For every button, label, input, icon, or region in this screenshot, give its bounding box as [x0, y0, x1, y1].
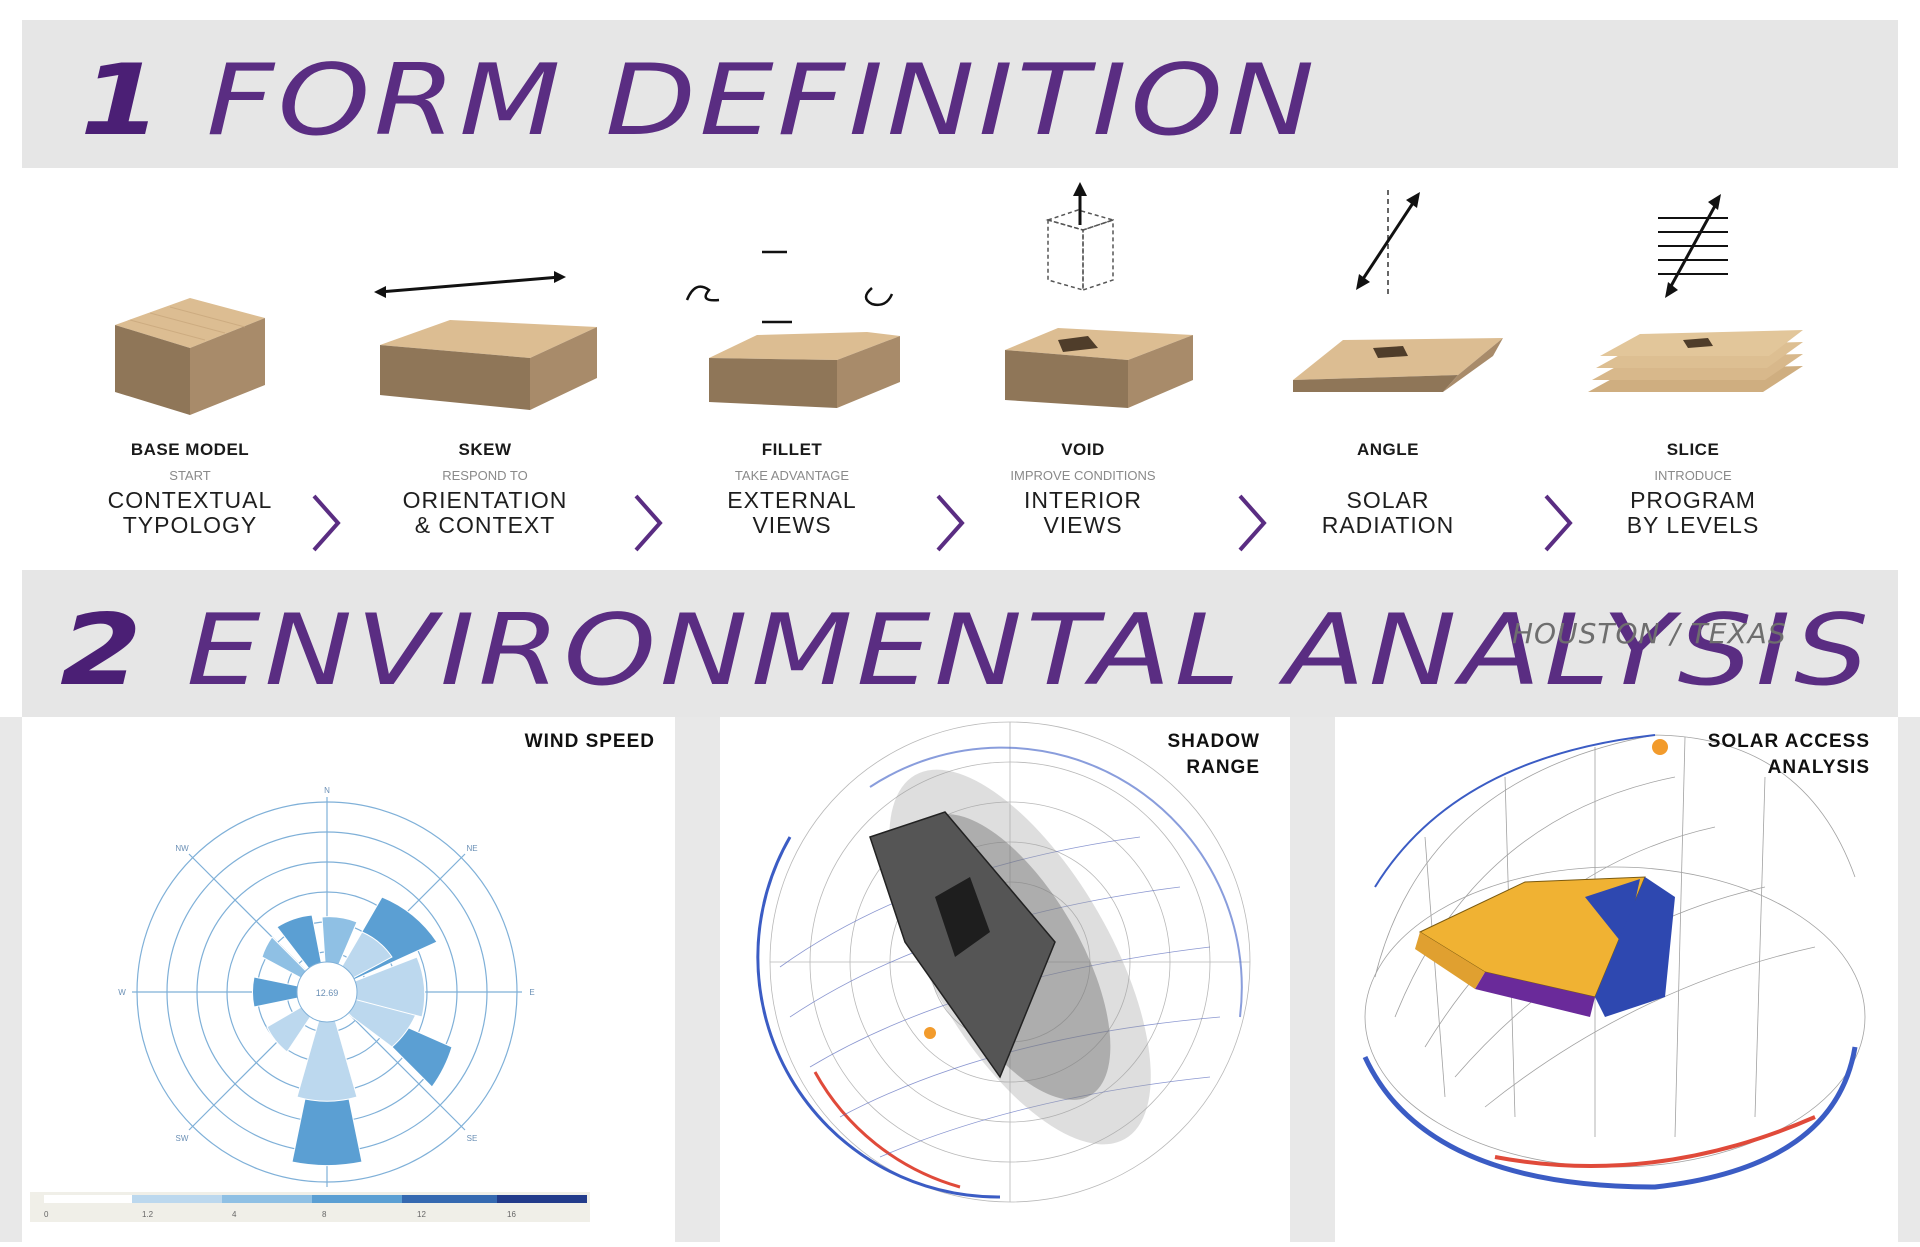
legend-tick: 12: [417, 1210, 426, 1219]
chevron-right-icon: [1538, 488, 1578, 563]
step-void: VOID IMPROVE CONDITIONS INTERIOR VIEWS: [948, 170, 1218, 550]
step-sub: INTRODUCE: [1654, 468, 1732, 483]
step-desc: CONTEXTUAL TYPOLOGY: [55, 488, 325, 538]
step-base-model: BASE MODEL START CONTEXTUAL TYPOLOGY: [55, 170, 325, 550]
direction-label: E: [529, 988, 534, 997]
direction-label: N: [324, 786, 330, 795]
step-slice: SLICE INTRODUCE PROGRAM BY LEVELS: [1558, 170, 1828, 550]
direction-label: SW: [176, 1134, 189, 1143]
step-desc-line1: CONTEXTUAL: [107, 487, 273, 513]
step-skew: SKEW RESPOND TO ORIENTATION & CONTEXT: [350, 170, 620, 550]
sun-position-marker: [1652, 739, 1668, 755]
slice-block-icon: [1588, 194, 1803, 392]
step-name: SLICE: [1666, 440, 1720, 459]
panel-divider: [0, 717, 22, 1242]
legend-tick: 16: [507, 1210, 516, 1219]
step-desc-line1: INTERIOR: [1024, 487, 1142, 513]
step-name: VOID: [1061, 440, 1105, 459]
sun-position-marker: [924, 1027, 936, 1039]
title-line2: ANALYSIS: [1767, 757, 1870, 778]
wind-speed-panel: WIND SPEED: [22, 717, 675, 1242]
chevron-right-icon: [628, 488, 668, 563]
double-arrow-icon: [379, 275, 561, 294]
step-sub: TAKE ADVANTAGE: [734, 468, 850, 483]
direction-label: SE: [467, 1134, 478, 1143]
step-desc: PROGRAM BY LEVELS: [1558, 488, 1828, 538]
step-desc-line2: TYPOLOGY: [122, 512, 258, 538]
step-desc-line2: VIEWS: [752, 512, 832, 538]
step-name: BASE MODEL: [130, 440, 250, 459]
step-desc: SOLAR RADIATION: [1253, 488, 1523, 538]
base-model-block-icon: [115, 298, 265, 415]
step-desc: ORIENTATION & CONTEXT: [350, 488, 620, 538]
fillet-block-icon: [685, 250, 900, 408]
step-desc-line2: BY LEVELS: [1626, 512, 1760, 538]
solar-access-title: SOLAR ACCESS ANALYSIS: [1708, 729, 1870, 781]
wind-rose-chart: 12.69 N NE E SE S SW W NW: [30, 786, 590, 1222]
step-fillet: FILLET TAKE ADVANTAGE EXTERNAL VIEWS: [657, 170, 927, 550]
environmental-analysis-band: [22, 570, 1898, 717]
step-desc-line2: VIEWS: [1043, 512, 1123, 538]
step-desc-line1: ORIENTATION: [402, 487, 568, 513]
void-box-icon: [1045, 209, 1116, 292]
step-desc-line2: & CONTEXT: [414, 512, 556, 538]
rotation-arrows-icon: [685, 250, 894, 324]
step-desc-line1: EXTERNAL: [727, 487, 857, 513]
chevron-right-icon: [1232, 488, 1272, 563]
sun-angle-arrow-icon: [1359, 199, 1417, 283]
analysis-panels: WIND SPEED: [0, 717, 1920, 1242]
step-desc-line1: SOLAR: [1346, 487, 1430, 513]
step-sub: IMPROVE CONDITIONS: [1010, 468, 1156, 483]
step-name: SKEW: [458, 440, 512, 459]
wind-speed-legend: 0 1.2 4 8 12 16: [30, 1192, 590, 1222]
title-line2: RANGE: [1186, 757, 1260, 778]
step-name: ANGLE: [1357, 440, 1419, 459]
title-line1: SHADOW: [1167, 731, 1260, 752]
environmental-analysis-title: 2 ENVIRONMENTAL ANALYSIS: [60, 602, 1872, 700]
shadow-range-panel: SHADOW RANGE: [720, 717, 1290, 1242]
form-definition-band: [22, 20, 1898, 168]
legend-tick: 1.2: [142, 1210, 154, 1219]
skew-block-icon: [374, 271, 597, 410]
wind-speed-title: WIND SPEED: [524, 731, 655, 752]
form-definition-title: 1 FORM DEFINITION: [80, 52, 1318, 150]
location-label: HOUSTON / TEXAS: [1512, 617, 1787, 650]
shadow-range-diagram: [756, 721, 1251, 1203]
panel-divider: [1290, 717, 1335, 1242]
title-line1: SOLAR ACCESS: [1707, 731, 1870, 752]
void-block-icon: [1005, 182, 1193, 408]
wind-center-value: 12.69: [316, 988, 339, 998]
legend-tick: 4: [232, 1210, 237, 1219]
panel-divider: [675, 717, 720, 1242]
step-desc-line2: RADIATION: [1321, 512, 1455, 538]
slice-arrows-icon: [1658, 203, 1728, 289]
direction-label: W: [118, 988, 126, 997]
chevron-right-icon: [930, 488, 970, 563]
panel-divider: [1898, 717, 1920, 1242]
legend-tick: 0: [44, 1210, 49, 1219]
step-sub: START: [169, 468, 211, 483]
solar-access-panel: SOLAR ACCESS ANALYSIS: [1335, 717, 1898, 1242]
chevron-right-icon: [306, 488, 346, 563]
legend-tick: 8: [322, 1210, 327, 1219]
step-desc-line1: PROGRAM: [1630, 487, 1756, 513]
section-title-text: FORM DEFINITION: [206, 44, 1319, 158]
step-desc: EXTERNAL VIEWS: [657, 488, 927, 538]
step-name: FILLET: [761, 440, 823, 459]
step-sub: RESPOND TO: [442, 468, 528, 483]
step-desc: INTERIOR VIEWS: [948, 488, 1218, 538]
direction-label: NW: [175, 844, 189, 853]
step-angle: ANGLE SOLAR RADIATION: [1253, 170, 1523, 550]
section-number: 2: [60, 594, 146, 708]
step-sub: [1253, 468, 1523, 484]
shadow-range-title: SHADOW RANGE: [1167, 729, 1260, 781]
section-title-text: ENVIRONMENTAL ANALYSIS: [186, 594, 1873, 708]
direction-label: NE: [466, 844, 477, 853]
form-steps: BASE MODEL START CONTEXTUAL TYPOLOGY SKE…: [0, 170, 1920, 552]
angle-block-icon: [1293, 190, 1503, 392]
section-number: 1: [80, 44, 166, 158]
solar-access-diagram: [1362, 734, 1866, 1190]
